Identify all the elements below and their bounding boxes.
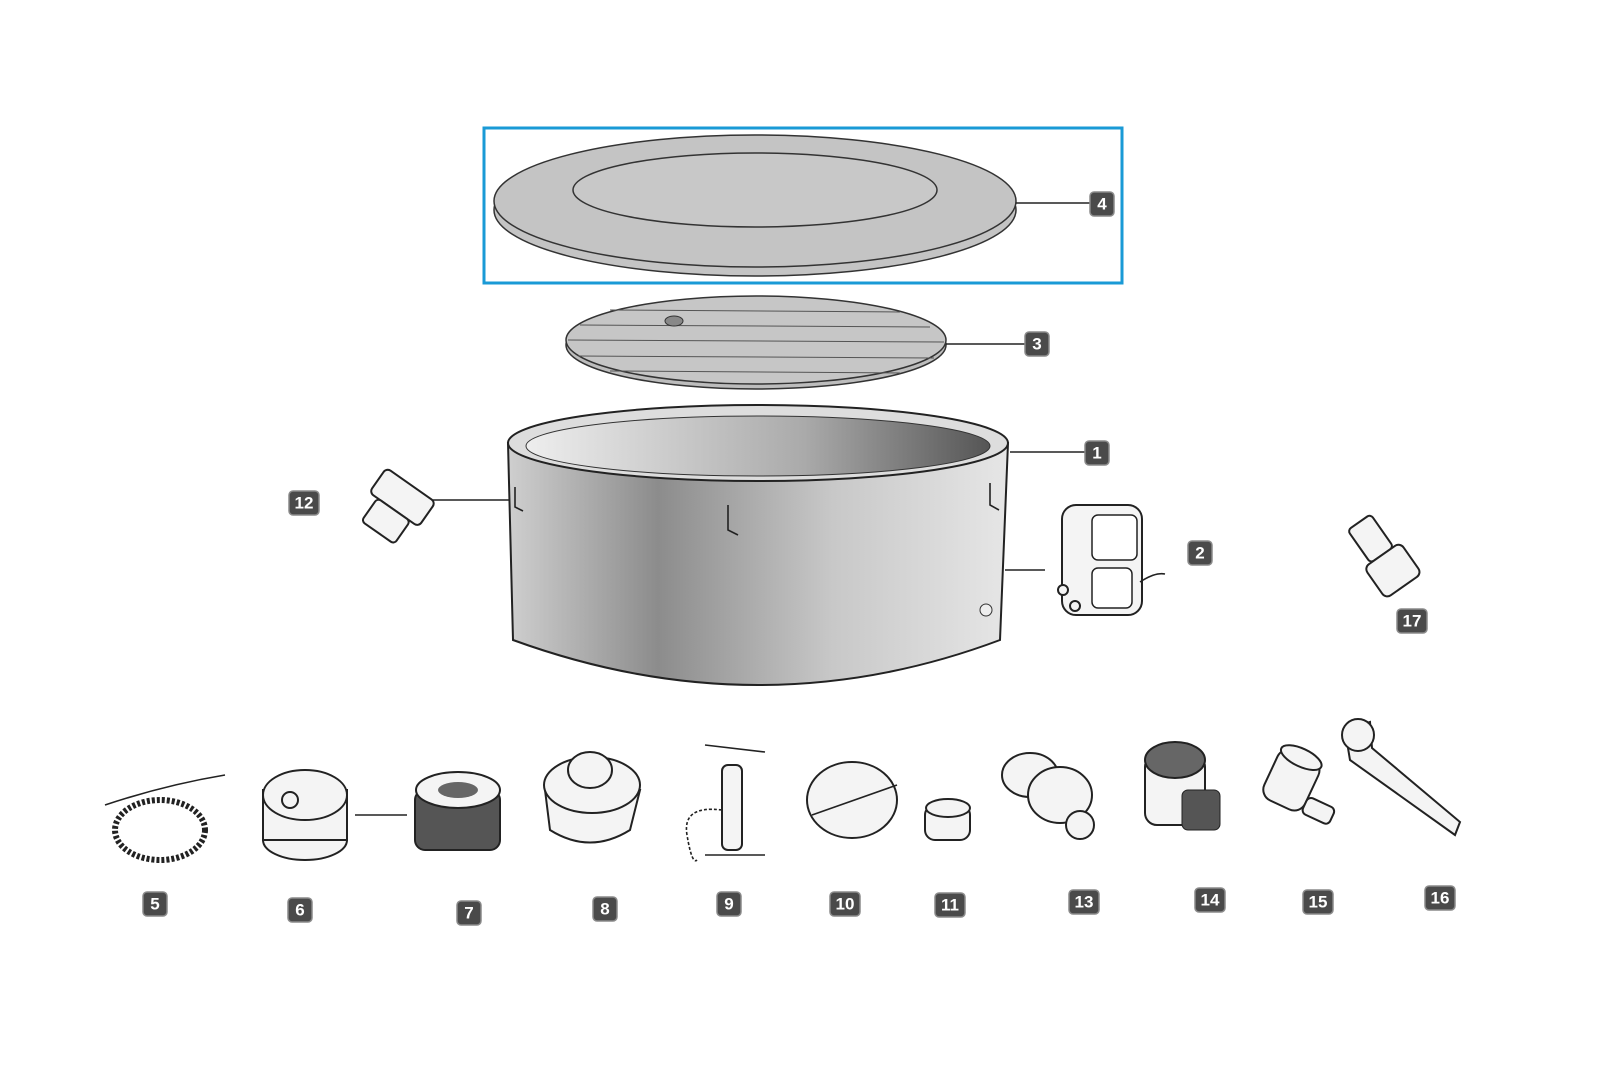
label-2: 2 [1187,540,1213,566]
svg-text:9: 9 [724,895,733,914]
svg-text:4: 4 [1097,195,1107,214]
highlight-box [482,126,1124,285]
svg-text:14: 14 [1201,891,1220,910]
label-4: 4 [1089,191,1115,217]
part-12-buckle[interactable] [353,468,435,550]
part-1-tub[interactable] [506,404,1010,686]
svg-text:3: 3 [1032,335,1041,354]
label-6: 6 [287,897,313,923]
svg-text:16: 16 [1431,889,1450,908]
part-16-spanner[interactable] [1341,718,1462,837]
svg-text:13: 13 [1075,893,1094,912]
label-1: 1 [1084,440,1110,466]
part-5-hose[interactable] [104,774,226,863]
svg-text:15: 15 [1309,893,1328,912]
label-8: 8 [592,896,618,922]
part-3-inner-lid[interactable] [565,295,947,390]
label-10: 10 [829,891,861,917]
svg-text:17: 17 [1403,612,1422,631]
svg-text:11: 11 [941,896,959,915]
part-6-filter-housing[interactable] [262,769,348,861]
svg-text:8: 8 [600,900,609,919]
label-14: 14 [1194,887,1226,913]
svg-text:2: 2 [1195,544,1204,563]
label-17: 17 [1396,608,1428,634]
part-9-hand-pump[interactable] [685,744,766,862]
svg-text:5: 5 [150,895,159,914]
label-15: 15 [1302,889,1334,915]
label-11: 11 [934,892,966,918]
svg-text:7: 7 [464,904,473,923]
svg-text:1: 1 [1092,444,1101,463]
part-10-cap[interactable] [806,761,898,839]
label-7: 7 [456,900,482,926]
label-12: 12 [288,490,320,516]
label-9: 9 [716,891,742,917]
label-5: 5 [142,891,168,917]
svg-text:12: 12 [295,494,314,513]
label-16: 16 [1424,885,1456,911]
part-2-pump-unit[interactable] [1057,504,1166,616]
part-7-filter-cartridge[interactable] [414,771,501,851]
label-3: 3 [1024,331,1050,357]
part-15-plug[interactable] [1259,740,1353,827]
svg-text:10: 10 [836,895,855,914]
label-13: 13 [1068,889,1100,915]
svg-text:6: 6 [295,901,304,920]
part-11-nut[interactable] [924,798,971,841]
part-14-valve[interactable] [1144,741,1221,831]
part-13-connector[interactable] [1001,752,1095,840]
part-4-cover[interactable] [493,134,1017,277]
part-17-adapter[interactable] [1341,510,1422,599]
part-8-valve[interactable] [543,751,642,844]
